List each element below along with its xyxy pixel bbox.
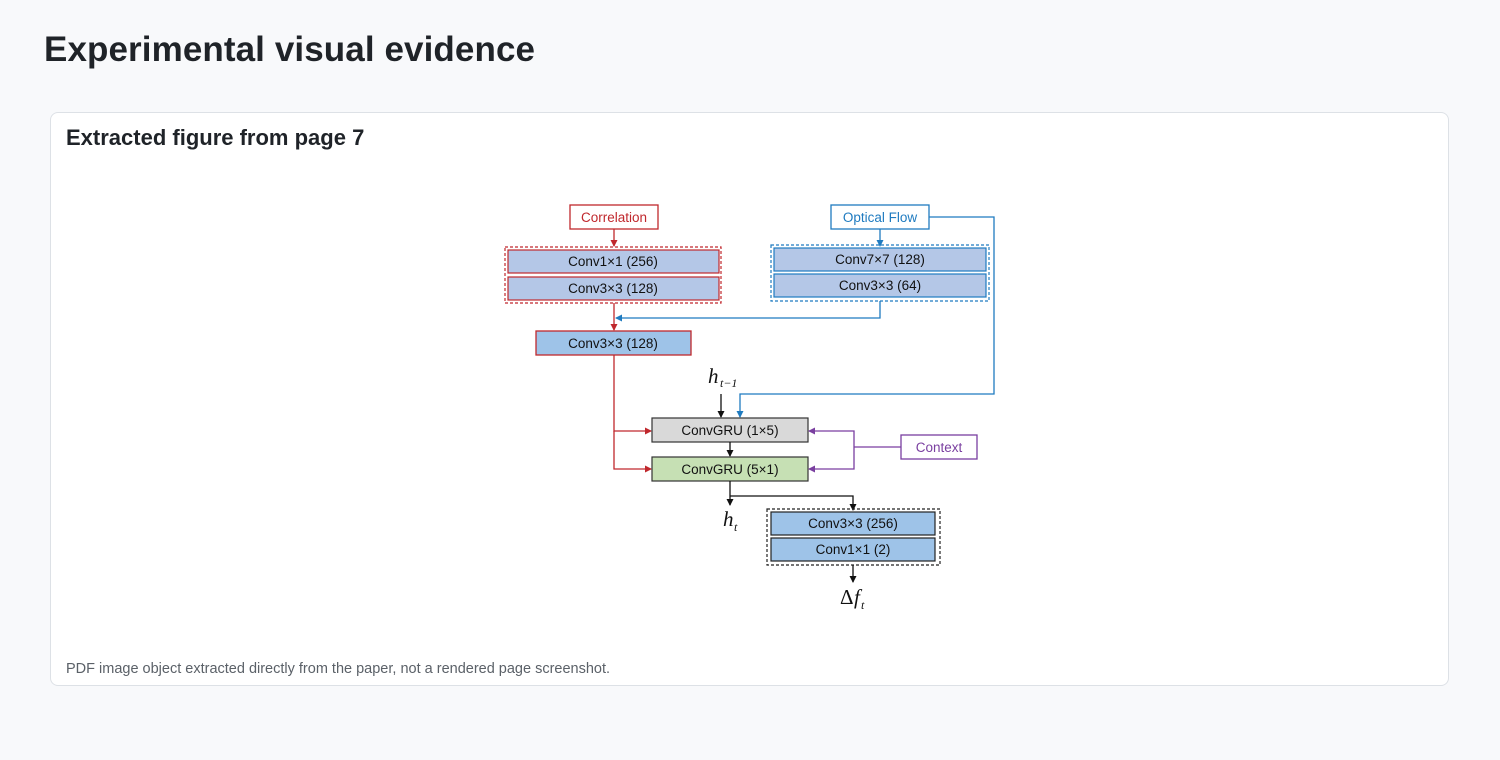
architecture-diagram: Correlation Conv1×1 (256) Conv3×3 (128) … [504,204,995,612]
gru1-label: ConvGRU (1×5) [681,423,778,438]
merge-conv-label: Conv3×3 (128) [568,336,658,351]
head-conv1-label: Conv3×3 (256) [808,516,898,531]
gru2-to-head-arrow [730,495,857,511]
flow-conv1-label: Conv7×7 (128) [835,252,925,267]
context-box [900,434,978,460]
correlation-box [569,204,659,230]
merge-to-gru1-arrow [613,355,652,435]
head-conv1-box [770,511,936,536]
h-prev-subscript: t−1 [720,376,737,390]
figure-card: Extracted figure from page 7 Correlation… [50,112,1449,686]
gru1-box [651,417,809,443]
context-label: Context [916,440,963,455]
corr-conv1-label: Conv1×1 (256) [568,254,658,269]
correlation-label: Correlation [581,210,647,225]
delta-f-symbol: f [854,585,863,609]
h-t-subscript: t [734,520,738,534]
corr-conv2-label: Conv3×3 (128) [568,281,658,296]
correlation-group-outline [504,246,722,304]
head-conv2-label: Conv1×1 (2) [816,542,891,557]
delta-f-subscript: t [861,598,865,612]
merge-to-gru2-arrow [613,431,652,473]
delta-symbol: Δ [840,585,854,609]
merge-conv-box [535,330,692,356]
context-to-gru2-arrow [808,447,855,473]
flow-conv2-label: Conv3×3 (64) [839,278,921,293]
corr-conv2-box [507,276,720,301]
corr-conv1-box [507,249,720,274]
h-prev-symbol: h [708,364,719,388]
page-title: Experimental visual evidence [44,30,536,69]
gru2-label: ConvGRU (5×1) [681,462,778,477]
context-to-gru1-arrow [808,427,855,447]
flow-conv2-box [773,273,987,298]
figure-caption: PDF image object extracted directly from… [66,661,611,677]
optical-flow-label: Optical Flow [843,210,918,225]
card-title: Extracted figure from page 7 [66,125,365,150]
flow-to-gru1-arrow [736,216,995,418]
head-conv2-box [770,537,936,562]
h-t-symbol: h [723,507,734,531]
flow-to-merge-arrow [615,301,881,322]
flow-conv1-box [773,247,987,272]
